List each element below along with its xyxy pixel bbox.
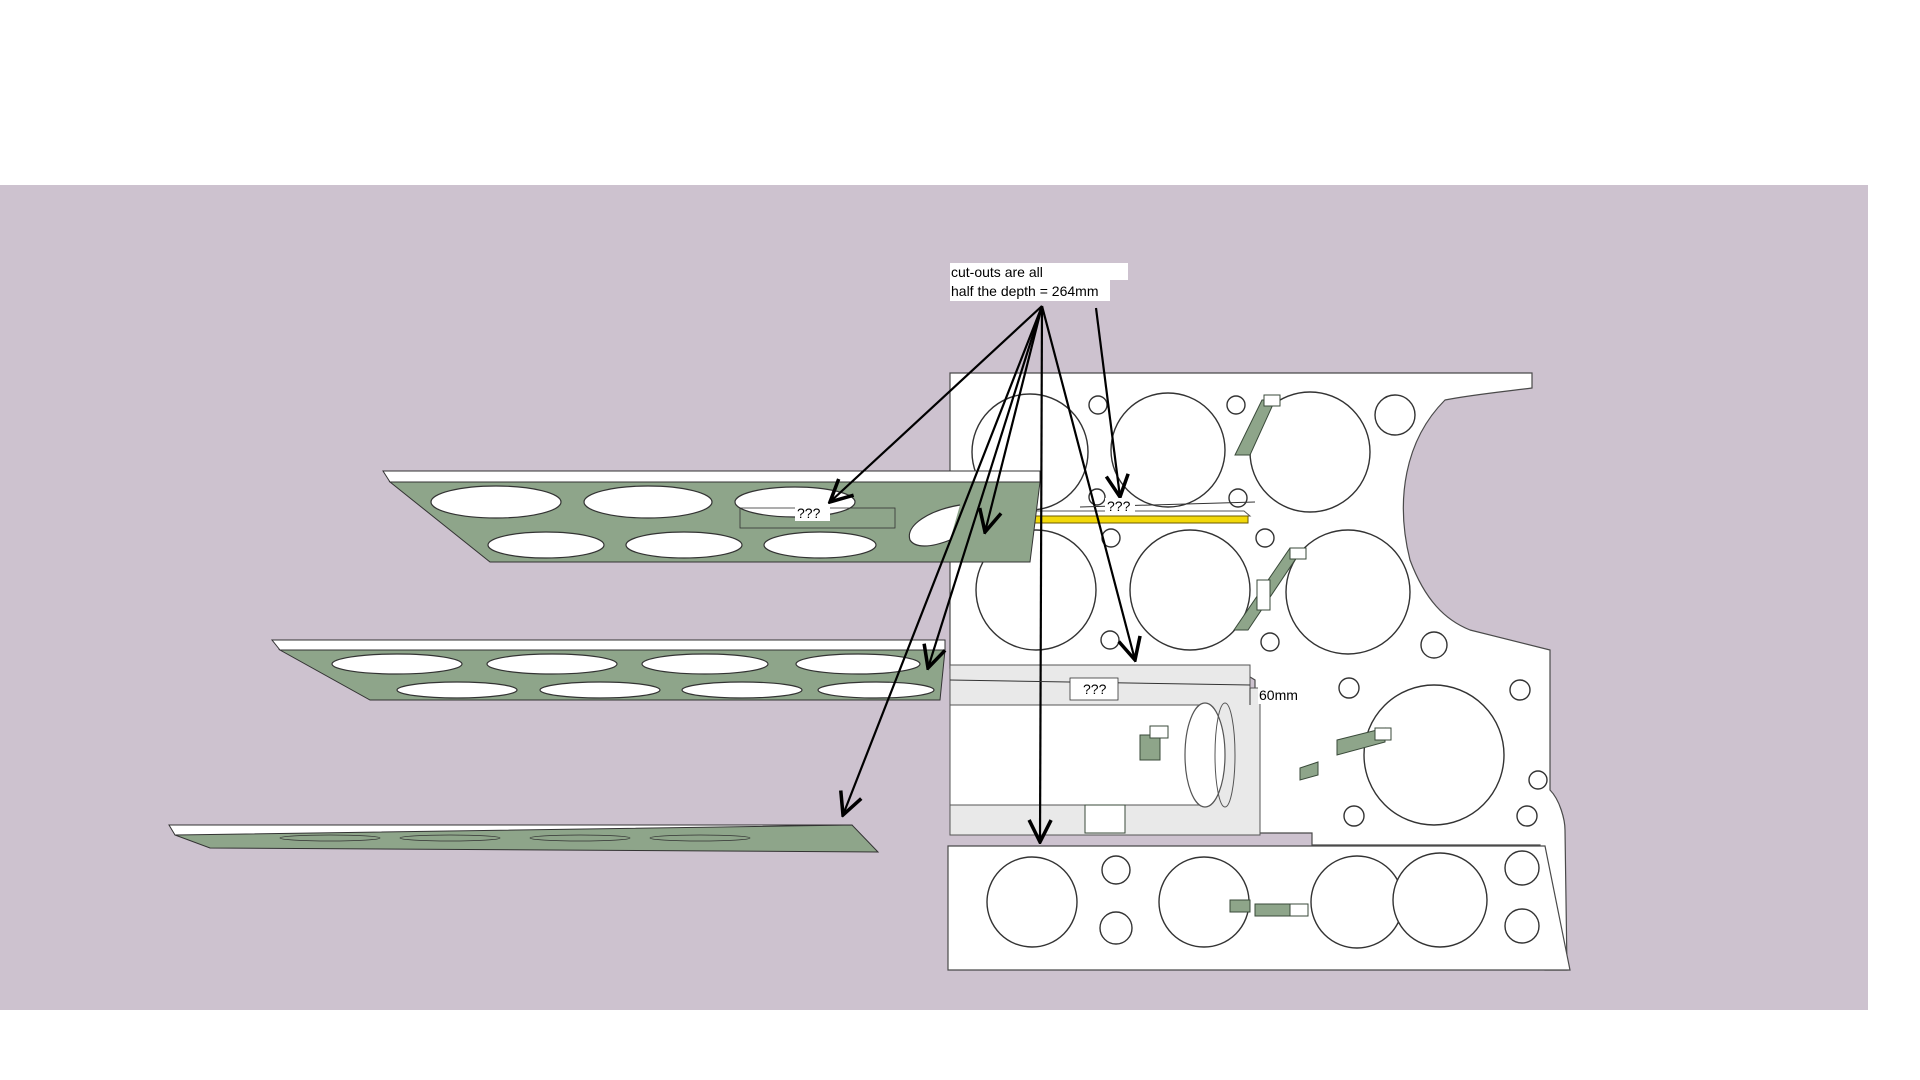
green-braces <box>1084 394 1392 917</box>
main-panel-assembly <box>947 372 1571 971</box>
cylinder-channel <box>949 664 1261 836</box>
strip-lower <box>168 824 880 853</box>
dimension-60mm: 60mm <box>1249 686 1308 705</box>
note-line-2: half the depth = 264mm <box>951 283 1099 299</box>
unknown-label-middle: ??? <box>949 677 1251 701</box>
unknown-label-3: ??? <box>1083 681 1107 697</box>
panel-holes <box>971 391 1548 949</box>
annotation-arrows <box>830 305 1135 842</box>
unknown-label-upper-strip: ??? <box>795 505 830 521</box>
unknown-label-2: ??? <box>1107 498 1131 514</box>
note-callout: cut-outs are all half the depth = 264mm <box>950 263 1128 301</box>
dimension-label: 60mm <box>1259 687 1298 703</box>
strip-middle <box>270 639 946 701</box>
note-line-1: cut-outs are all <box>951 264 1043 280</box>
model-viewport[interactable] <box>0 185 1868 1010</box>
strip-upper <box>382 470 1041 563</box>
unknown-label-1: ??? <box>797 505 821 521</box>
unknown-label-upper-panel: ??? <box>1079 498 1256 514</box>
